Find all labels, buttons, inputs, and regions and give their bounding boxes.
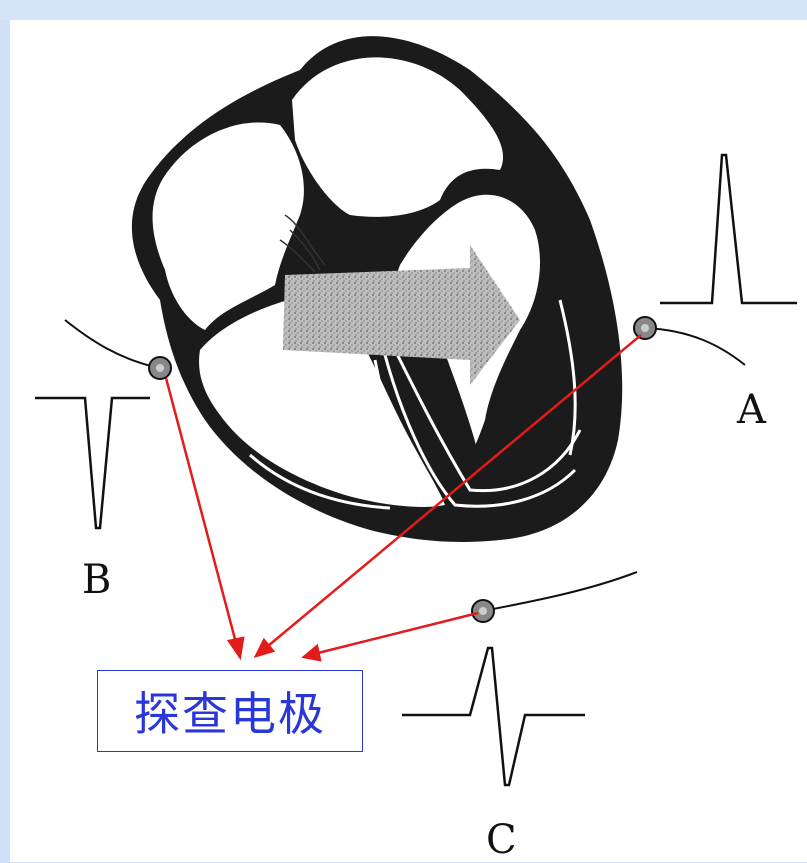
electrode-label-b: B [82,560,111,600]
waveform-a [660,155,797,303]
electrode-a-core [641,324,649,332]
electrode-b-core [156,364,164,372]
electrode-b-lead-wire [65,320,160,368]
electrode-label-c: C [486,820,517,860]
electrode-c-lead-wire [483,572,637,611]
waveform-b [35,398,150,528]
electrode-c-core [479,607,487,615]
probe-electrode-label: 探查电极 [134,678,326,744]
waveform-c [402,648,585,785]
electrode-a-lead-wire [645,328,745,365]
electrode-label-a: A [737,390,766,430]
probe-electrode-label-box: 探查电极 [97,670,363,752]
